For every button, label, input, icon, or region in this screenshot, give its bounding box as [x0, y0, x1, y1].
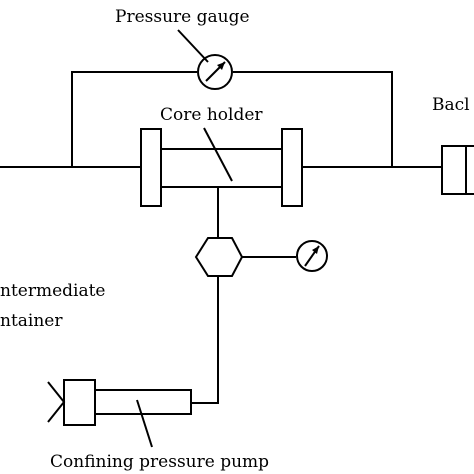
pump-nozzle — [47, 381, 66, 423]
confining-line-lower — [190, 276, 219, 404]
confining-pump-label: Confining pressure pump — [50, 452, 269, 472]
pump-leader — [136, 399, 153, 448]
back-pressure-label: Bacl — [432, 95, 470, 115]
core-holder-right-flange — [281, 128, 303, 207]
intermediate-container-label-1: ntermediate — [0, 281, 106, 301]
intermediate-container-label-2: ntainer — [0, 311, 63, 331]
pressure-gauge-top — [197, 54, 233, 90]
pressure-gauge-label: Pressure gauge — [115, 7, 250, 27]
bypass-loop-line — [71, 71, 197, 167]
pump-barrel — [94, 389, 192, 415]
back-pressure-device — [441, 145, 474, 195]
bypass-loop-line-right — [233, 71, 393, 167]
pressure-gauge-leader — [177, 29, 209, 63]
pump-head — [63, 379, 96, 426]
core-holder — [140, 128, 303, 207]
hexagon-valve — [194, 237, 244, 277]
core-holder-body — [159, 148, 286, 188]
confining-pressure-pump — [47, 379, 192, 426]
core-holder-left-flange — [140, 128, 162, 207]
core-holder-leader — [203, 127, 233, 182]
core-holder-label: Core holder — [160, 105, 263, 125]
pressure-gauge-side — [296, 240, 328, 272]
